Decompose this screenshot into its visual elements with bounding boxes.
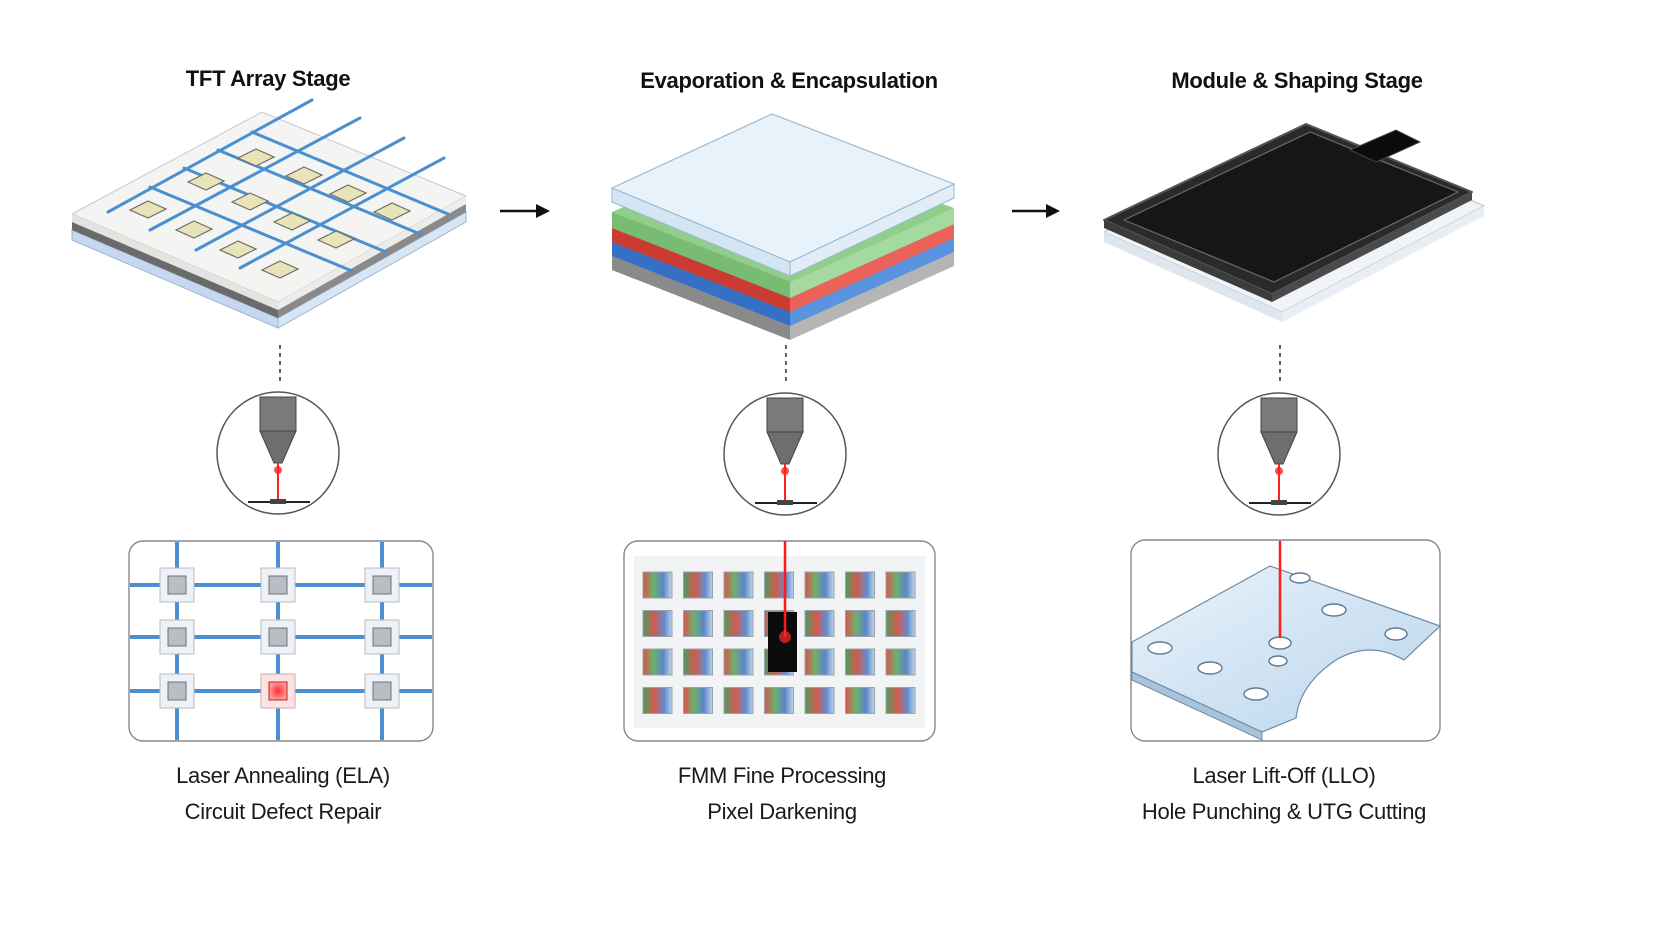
subpixel-cell xyxy=(885,571,916,599)
caption-module-line1: Laser Lift-Off (LLO) xyxy=(1192,763,1376,788)
subpixel-cell xyxy=(723,610,754,637)
evaporation-layer-stack xyxy=(610,113,956,340)
subpixel-cell xyxy=(642,687,673,714)
subpixel-cell xyxy=(804,687,835,714)
subpixel-cell xyxy=(885,648,916,676)
detail-utg-cutting xyxy=(1130,539,1442,742)
detail-pixel-darkening xyxy=(623,540,936,742)
subpixel-cell xyxy=(804,610,835,637)
subpixel-cell xyxy=(683,687,713,714)
stage-title-module: Module & Shaping Stage xyxy=(1171,68,1423,93)
caption-tft-line1: Laser Annealing (ELA) xyxy=(176,763,390,788)
subpixel-cell xyxy=(804,571,835,599)
tft-array-panel xyxy=(70,98,468,329)
detail-circuit-repair xyxy=(128,540,434,742)
subpixel-cell xyxy=(683,610,713,637)
subpixel-cell xyxy=(642,610,673,637)
stage-title-tft: TFT Array Stage xyxy=(185,66,351,91)
stage-title-evaporation: Evaporation & Encapsulation xyxy=(640,68,938,93)
laser-head-icon xyxy=(1217,392,1341,516)
caption-evaporation-line1: FMM Fine Processing xyxy=(677,763,887,788)
laser-head-icon xyxy=(216,391,340,515)
subpixel-cell xyxy=(683,571,713,599)
arrow-right-icon xyxy=(500,204,550,218)
caption-evaporation-line2: Pixel Darkening xyxy=(707,799,857,824)
subpixel-cell xyxy=(764,571,794,599)
subpixel-cell xyxy=(723,687,754,714)
subpixel-cell xyxy=(764,687,794,714)
subpixel-cell xyxy=(642,648,673,676)
subpixel-cell xyxy=(804,648,835,676)
laser-head-icon xyxy=(723,392,847,516)
tft-pads xyxy=(128,148,412,279)
subpixel-cell xyxy=(885,687,916,714)
pixel-grid xyxy=(642,571,916,714)
subpixel-cell xyxy=(885,610,916,637)
caption-tft-line2: Circuit Defect Repair xyxy=(184,799,382,824)
subpixel-cell xyxy=(845,610,875,637)
subpixel-cell xyxy=(723,571,754,599)
caption-module-line2: Hole Punching & UTG Cutting xyxy=(1141,799,1427,824)
phone-module xyxy=(1102,123,1486,322)
arrow-right-icon xyxy=(1012,204,1060,218)
subpixel-cell xyxy=(845,687,875,714)
subpixel-cell xyxy=(642,571,673,599)
subpixel-cell xyxy=(845,648,875,676)
subpixel-cell xyxy=(683,648,713,676)
subpixel-cell xyxy=(845,571,875,599)
defect-pixel xyxy=(268,681,288,701)
subpixel-cell xyxy=(723,648,754,676)
